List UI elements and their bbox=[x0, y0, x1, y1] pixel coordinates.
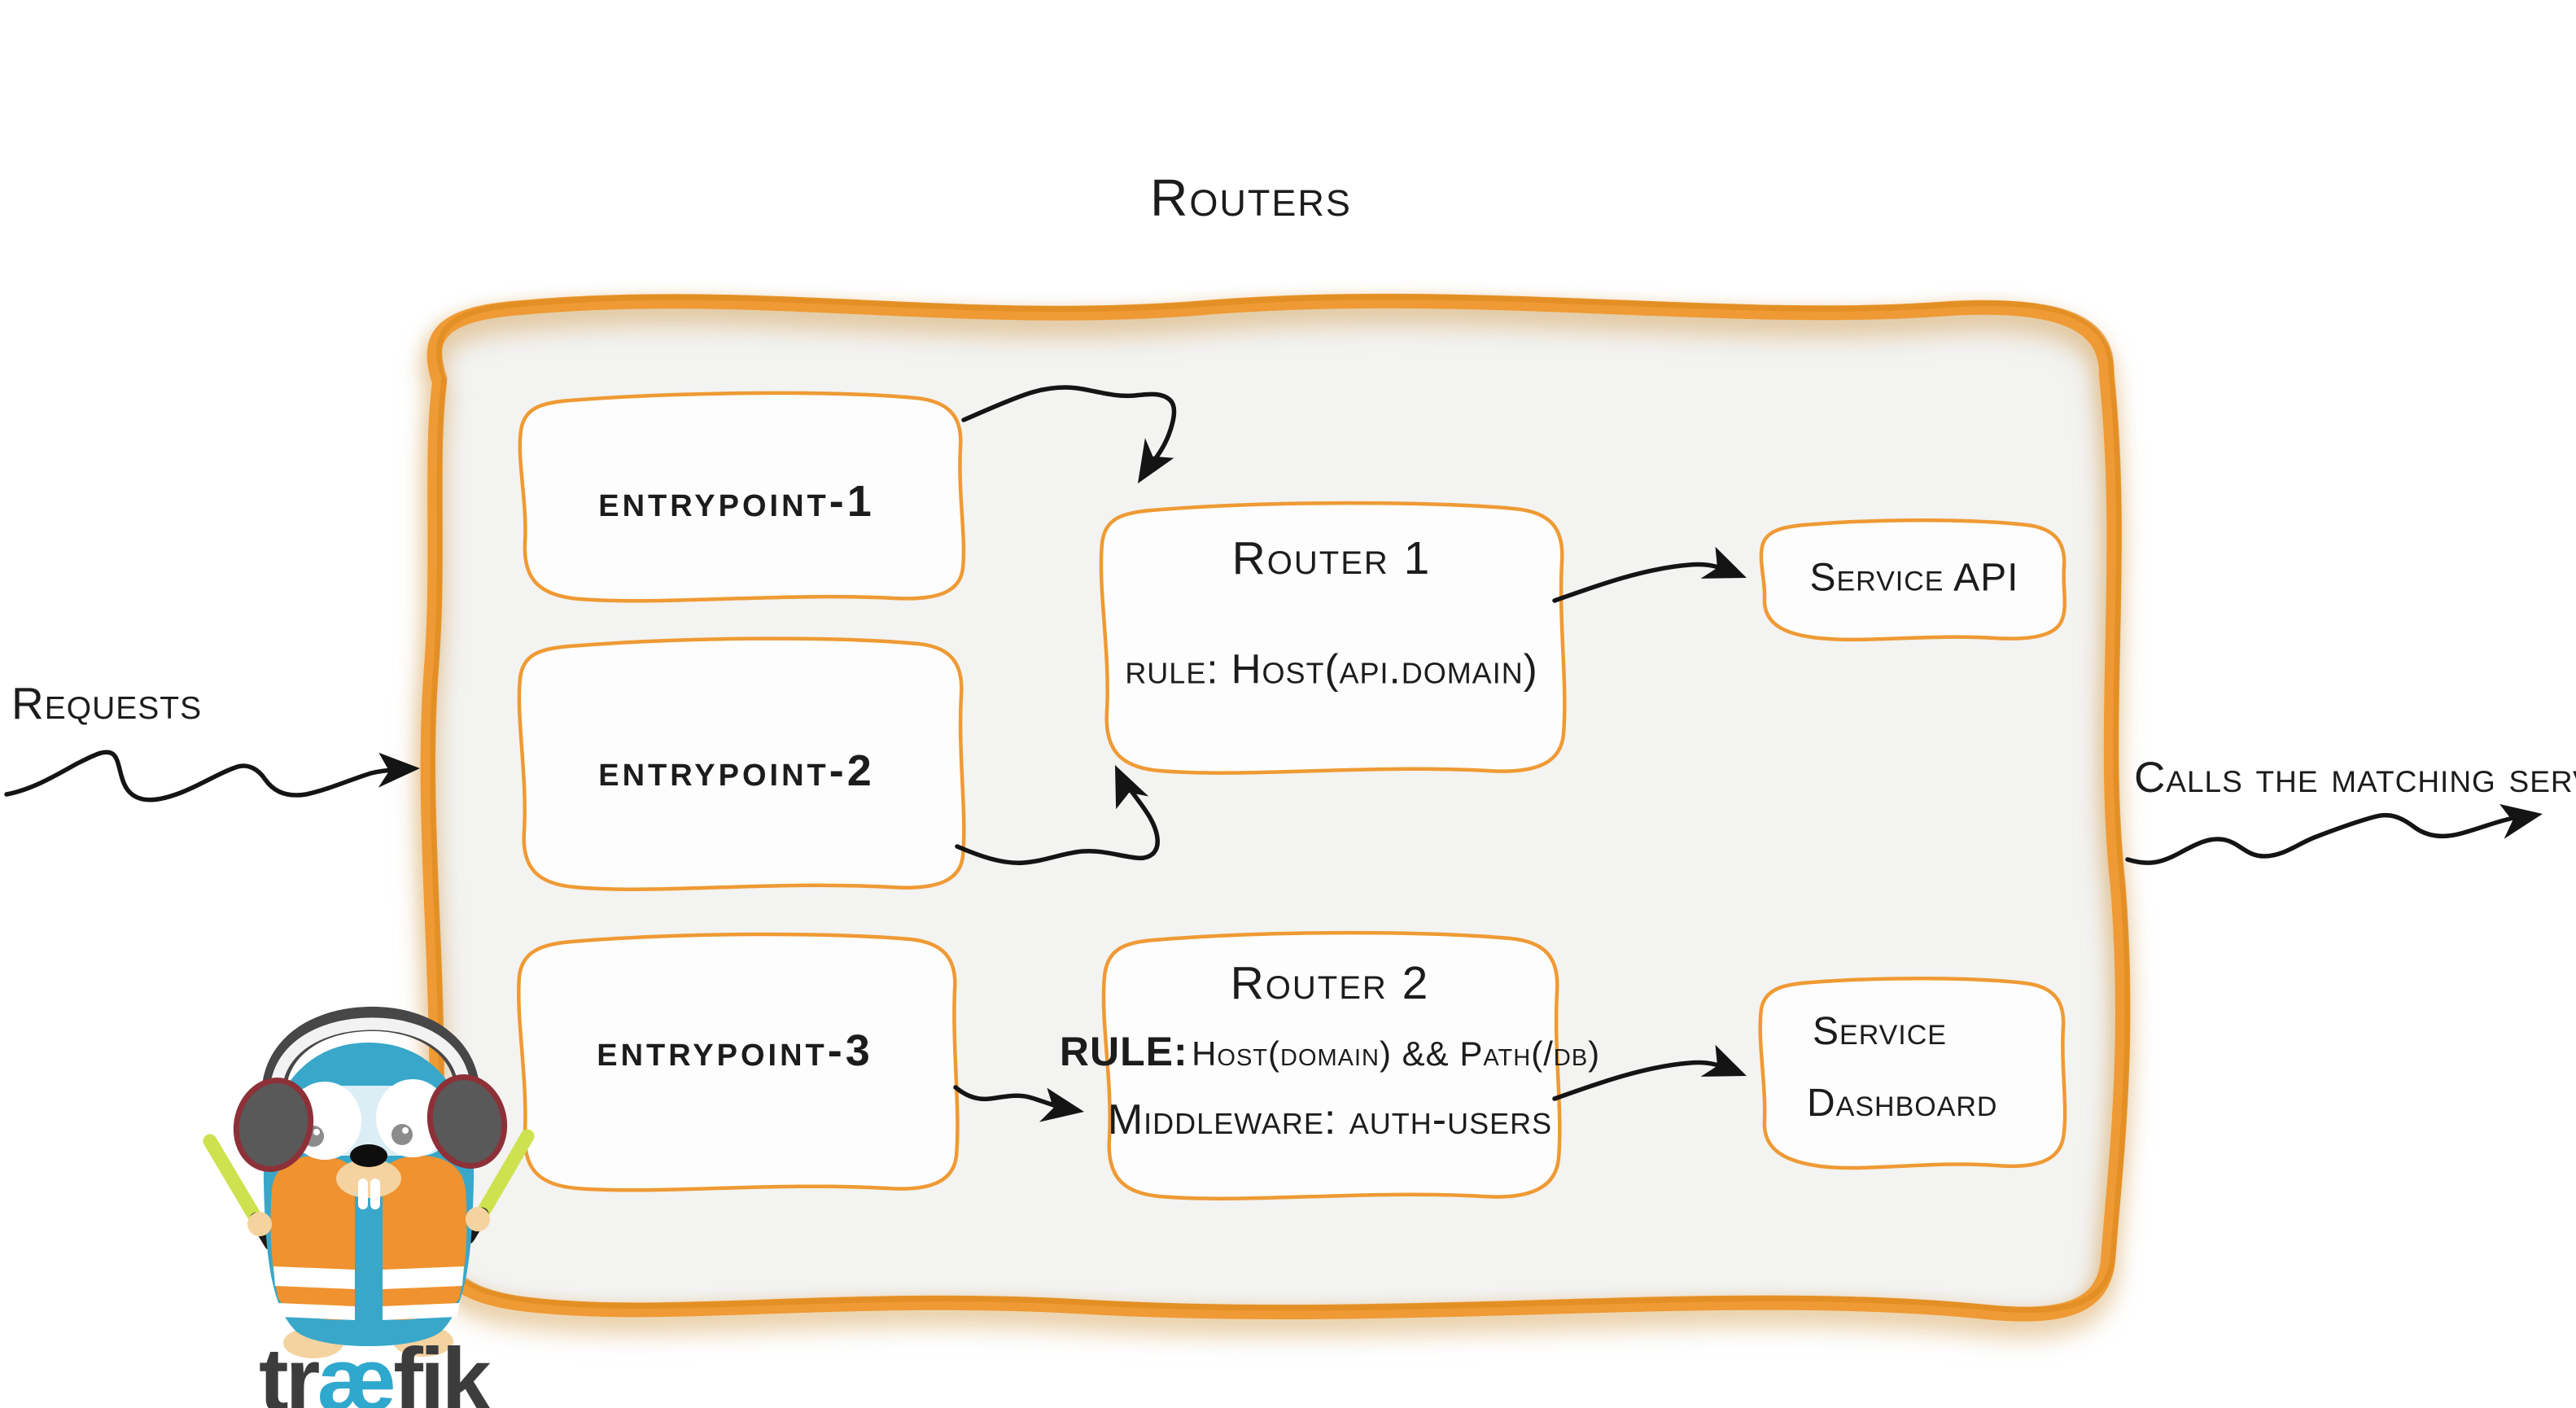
calls-matching-server-label: Calls the matching server bbox=[2134, 754, 2576, 802]
left-pupil-highlight bbox=[313, 1129, 320, 1135]
entrypoint-1-box bbox=[518, 391, 966, 603]
router-2-middleware: Middleware: auth-users bbox=[1107, 1096, 1553, 1143]
router-1-title: Router 1 bbox=[1231, 532, 1432, 584]
entrypoint-1-label: entrypoint-1 bbox=[598, 477, 875, 526]
traefik-gopher-logo bbox=[203, 1006, 535, 1358]
right-tooth bbox=[370, 1178, 380, 1209]
arrowhead-ep1-r1 bbox=[1138, 438, 1174, 483]
wordmark-end: fik bbox=[393, 1330, 491, 1408]
vest-stripe-right-1 bbox=[383, 1266, 464, 1289]
wordmark-ae: æ bbox=[317, 1330, 396, 1408]
arrow-router2-servicedashboard bbox=[1552, 1060, 1731, 1101]
arrowhead-ep3-r2 bbox=[1039, 1087, 1084, 1122]
service-dashboard-label-line1: Service bbox=[1813, 1010, 1947, 1053]
left-hand bbox=[247, 1212, 272, 1236]
wordmark-start: tr bbox=[259, 1330, 320, 1408]
muzzle bbox=[336, 1159, 401, 1198]
arrowhead-r2-dash bbox=[1700, 1044, 1747, 1077]
vest-stripe-left-1 bbox=[273, 1266, 355, 1289]
arrowhead-r1-api bbox=[1700, 546, 1747, 579]
arrowhead-requests bbox=[378, 752, 420, 788]
arrowhead-calls-out bbox=[2499, 804, 2543, 839]
arrow-router1-serviceapi bbox=[1552, 562, 1731, 603]
arrow-entrypoint2-router1 bbox=[955, 776, 1160, 865]
headphone-band-inner bbox=[269, 1017, 471, 1108]
router-2-box bbox=[1101, 930, 1562, 1200]
right-baton bbox=[475, 1129, 535, 1222]
service-dashboard-label-line2: Dashboard bbox=[1807, 1082, 1998, 1125]
service-api-box bbox=[1759, 518, 2066, 642]
left-baton bbox=[203, 1134, 264, 1227]
requests-label: Requests bbox=[11, 678, 203, 728]
entrypoint-2-box bbox=[517, 636, 966, 891]
arrowhead-ep2-r1 bbox=[1115, 765, 1149, 810]
left-ear-cup bbox=[233, 1078, 314, 1172]
entrypoint-3-box bbox=[517, 932, 960, 1192]
right-pupil-highlight bbox=[402, 1127, 409, 1134]
right-ear-cup bbox=[426, 1074, 508, 1169]
vest-stripe-left-2 bbox=[278, 1303, 355, 1320]
router-2-title: Router 2 bbox=[1230, 957, 1430, 1009]
entrypoint-3-label: entrypoint-3 bbox=[597, 1026, 873, 1075]
arrow-requests bbox=[4, 750, 408, 802]
arrow-entrypoint3-router2 bbox=[953, 1085, 1070, 1111]
router-2-rule: RULE: Host(domain) && Path(/db) bbox=[1060, 1028, 1600, 1075]
router-2-rule-value: Host(domain) && Path(/db) bbox=[1192, 1034, 1601, 1073]
right-pupil bbox=[391, 1124, 413, 1145]
arrows bbox=[4, 385, 2513, 1111]
service-dashboard-box bbox=[1758, 976, 2067, 1170]
diagram-title: Routers bbox=[1150, 168, 1352, 227]
vest-stripe-right-2 bbox=[383, 1303, 460, 1320]
left-tooth bbox=[358, 1178, 368, 1209]
right-hand bbox=[466, 1207, 490, 1231]
router-2-rule-label: RULE: bbox=[1059, 1029, 1188, 1074]
nose bbox=[350, 1144, 387, 1167]
router-1-box bbox=[1099, 501, 1567, 775]
service-api-label: Service API bbox=[1809, 556, 2019, 600]
arrow-entrypoint1-router1 bbox=[961, 385, 1177, 471]
traefik-wordmark: træfik bbox=[259, 1328, 492, 1408]
arrowheads bbox=[378, 438, 2543, 1122]
entrypoint-2-label: entrypoint-2 bbox=[598, 746, 875, 795]
router-1-rule: rule: Host(api.domain) bbox=[1125, 645, 1538, 693]
arrow-calls-out bbox=[2125, 812, 2513, 865]
